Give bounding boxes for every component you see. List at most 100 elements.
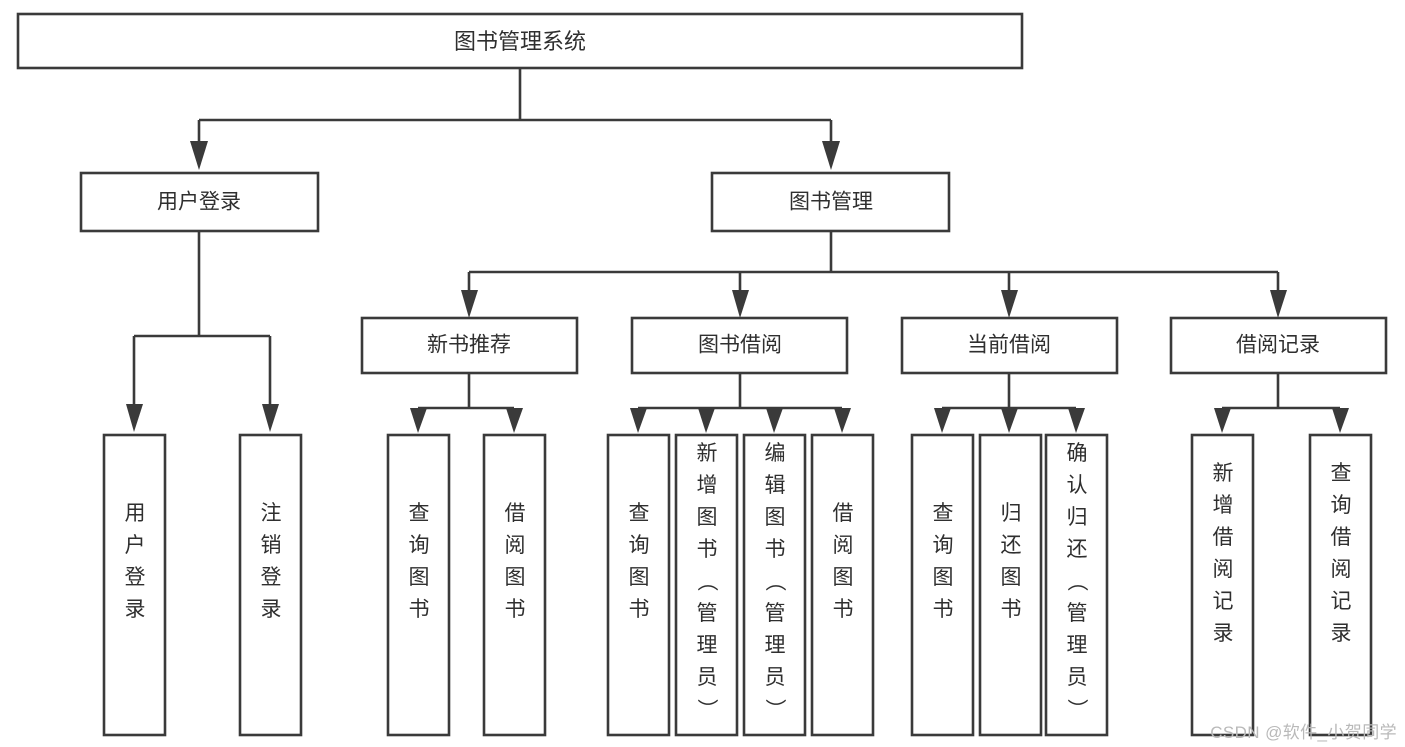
leaf-user-login-box[interactable] <box>102 433 167 737</box>
svg-text:注: 注 <box>261 502 282 525</box>
svg-text:书: 书 <box>505 598 526 621</box>
svg-text:编: 编 <box>765 442 786 465</box>
leaf-add-book-box[interactable] <box>674 433 739 737</box>
svg-text:书: 书 <box>933 598 954 621</box>
node-current-borrow[interactable]: 当前借阅 <box>900 316 1119 375</box>
arrow-root-to-user-login <box>190 141 208 170</box>
svg-text:书: 书 <box>697 538 718 561</box>
svg-text:询: 询 <box>629 534 650 557</box>
node-borrow-record-box[interactable] <box>1169 316 1388 375</box>
svg-text:登: 登 <box>125 566 146 589</box>
node-book-manage[interactable]: 图书管理 <box>710 171 951 233</box>
svg-text:图: 图 <box>409 566 430 589</box>
arrow-newbook-to-leaf1 <box>410 408 427 433</box>
svg-text:图: 图 <box>697 506 718 529</box>
node-book-manage-box[interactable] <box>710 171 951 233</box>
leaf-layer <box>102 433 1373 737</box>
svg-text:（: （ <box>1065 571 1088 592</box>
svg-text:还: 还 <box>1001 534 1022 557</box>
svg-text:图: 图 <box>833 566 854 589</box>
node-user-login-box[interactable] <box>79 171 320 233</box>
svg-text:）: ） <box>695 699 718 720</box>
svg-text:增: 增 <box>1213 494 1234 517</box>
svg-text:归: 归 <box>1067 506 1088 529</box>
svg-text:书: 书 <box>1001 598 1022 621</box>
arrow-userlogin-to-leaf2 <box>262 404 279 432</box>
node-user-login-label: 用户登录 <box>157 191 241 214</box>
arrow-bookmanage-to-c3 <box>1001 290 1018 318</box>
svg-text:图: 图 <box>1001 566 1022 589</box>
svg-text:借: 借 <box>1331 526 1352 549</box>
node-user-login[interactable]: 用户登录 <box>79 171 320 233</box>
leaf-query-book-a-box[interactable] <box>386 433 451 737</box>
node-root-box[interactable] <box>16 12 1024 70</box>
svg-text:录: 录 <box>125 598 146 621</box>
leaf-edit-book-box[interactable] <box>742 433 807 737</box>
svg-text:书: 书 <box>409 598 430 621</box>
node-root[interactable]: 图书管理系统 <box>16 12 1024 70</box>
svg-text:员: 员 <box>765 666 786 689</box>
arrow-userlogin-to-leaf1 <box>126 404 143 432</box>
leaf-confirm-return-box[interactable] <box>1044 433 1109 737</box>
svg-text:借: 借 <box>1213 526 1234 549</box>
svg-text:新: 新 <box>1213 462 1234 485</box>
leaf-query-book-b-box[interactable] <box>606 433 671 737</box>
svg-text:阅: 阅 <box>1213 558 1234 581</box>
svg-text:管: 管 <box>1067 602 1088 625</box>
svg-text:阅: 阅 <box>505 534 526 557</box>
arrow-bookborrow-to-leaf1 <box>630 408 647 433</box>
arrow-borrowrecord-to-leaf1 <box>1214 408 1231 433</box>
svg-text:理: 理 <box>1067 634 1088 657</box>
arrow-bookmanage-to-c4 <box>1270 290 1287 318</box>
svg-text:理: 理 <box>697 634 718 657</box>
node-current-borrow-label: 当前借阅 <box>967 334 1051 357</box>
svg-text:（: （ <box>763 571 786 592</box>
leaf-user-login-label: 用户登录 <box>125 502 146 621</box>
leaf-borrow-book-a-box[interactable] <box>482 433 547 737</box>
svg-text:新: 新 <box>697 442 718 465</box>
svg-text:辑: 辑 <box>765 474 786 497</box>
svg-text:销: 销 <box>261 534 282 557</box>
svg-text:）: ） <box>763 699 786 720</box>
arrow-currentborrow-to-leaf1 <box>934 408 951 433</box>
node-book-borrow[interactable]: 图书借阅 <box>630 316 849 375</box>
node-new-book-rec-box[interactable] <box>360 316 579 375</box>
arrow-bookborrow-to-leaf4 <box>834 408 851 433</box>
svg-text:归: 归 <box>1001 502 1022 525</box>
svg-text:员: 员 <box>1067 666 1088 689</box>
svg-text:借: 借 <box>833 502 854 525</box>
node-book-borrow-box[interactable] <box>630 316 849 375</box>
svg-text:用: 用 <box>125 502 146 525</box>
arrow-bookmanage-to-c2 <box>732 290 749 318</box>
leaf-query-book-c-box[interactable] <box>910 433 975 737</box>
svg-text:书: 书 <box>833 598 854 621</box>
svg-text:理: 理 <box>765 634 786 657</box>
svg-text:录: 录 <box>261 598 282 621</box>
svg-text:询: 询 <box>933 534 954 557</box>
leaf-logout-box[interactable] <box>238 433 303 737</box>
svg-text:查: 查 <box>409 502 430 525</box>
leaf-return-book-box[interactable] <box>978 433 1043 737</box>
leaf-borrow-book-b-box[interactable] <box>810 433 875 737</box>
svg-text:管: 管 <box>697 602 718 625</box>
svg-text:记: 记 <box>1331 590 1352 613</box>
node-current-borrow-box[interactable] <box>900 316 1119 375</box>
svg-text:（: （ <box>695 571 718 592</box>
node-new-book-rec[interactable]: 新书推荐 <box>360 316 579 375</box>
svg-text:员: 员 <box>697 666 718 689</box>
leaf-add-record-box[interactable] <box>1190 433 1255 737</box>
svg-text:书: 书 <box>629 598 650 621</box>
svg-text:阅: 阅 <box>833 534 854 557</box>
svg-text:管: 管 <box>765 602 786 625</box>
leaf-query-record-box[interactable] <box>1308 433 1373 737</box>
svg-text:户: 户 <box>125 534 146 557</box>
arrow-newbook-to-leaf2 <box>506 408 523 433</box>
node-borrow-record[interactable]: 借阅记录 <box>1169 316 1388 375</box>
